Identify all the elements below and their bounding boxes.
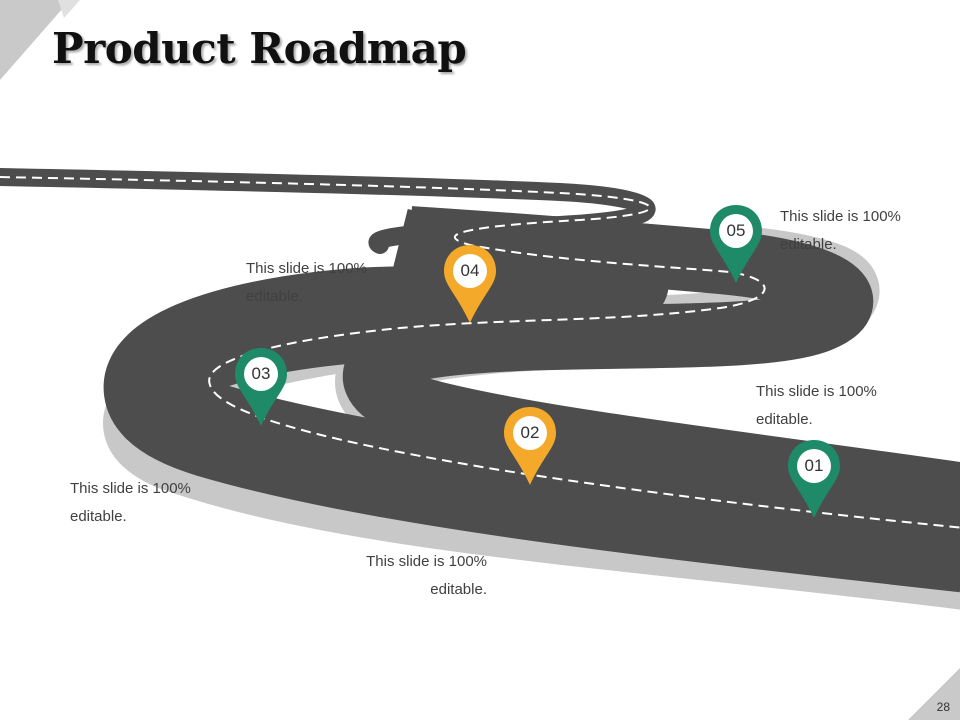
map-pin-icon <box>444 245 496 323</box>
milestone-number: 05 <box>726 221 746 240</box>
slide-title: Product Roadmap <box>52 24 467 73</box>
map-pin-icon <box>504 407 556 485</box>
milestone-note-04: This slide is 100% editable. <box>246 255 426 311</box>
note-line: editable. <box>70 508 127 525</box>
note-line: editable. <box>246 288 303 305</box>
milestone-number: 01 <box>804 456 824 475</box>
page-number: 28 <box>936 700 950 714</box>
milestone-number: 03 <box>251 364 271 383</box>
map-pin-icon <box>235 348 287 426</box>
milestone-note-01: This slide is 100% editable. <box>756 378 936 434</box>
milestone-number: 02 <box>520 423 540 442</box>
corner-decoration-bottom <box>908 668 960 720</box>
note-line: This slide is 100% <box>780 208 901 225</box>
milestone-note-05: This slide is 100% editable. <box>780 203 960 259</box>
map-pin-icon <box>788 440 840 518</box>
milestone-note-03: This slide is 100% editable. <box>70 475 250 531</box>
milestone-note-02: This slide is 100% editable. <box>307 548 487 604</box>
milestone-pin-01[interactable]: 01 <box>786 438 842 527</box>
note-line: editable. <box>430 581 487 598</box>
map-pin-icon <box>710 205 762 283</box>
milestone-pin-04[interactable]: 04 <box>442 243 498 332</box>
note-line: editable. <box>780 236 837 253</box>
milestone-pin-02[interactable]: 02 <box>502 405 558 494</box>
note-line: This slide is 100% <box>70 480 191 497</box>
road-center-line <box>0 176 960 529</box>
milestone-number: 04 <box>460 261 480 280</box>
note-line: This slide is 100% <box>246 260 367 277</box>
note-line: This slide is 100% <box>756 383 877 400</box>
milestone-pin-03[interactable]: 03 <box>233 346 289 435</box>
note-line: This slide is 100% <box>366 553 487 570</box>
road-body <box>0 168 960 593</box>
milestone-pin-05[interactable]: 05 <box>708 203 764 292</box>
corner-decoration-top <box>0 0 80 80</box>
note-line: editable. <box>756 411 813 428</box>
